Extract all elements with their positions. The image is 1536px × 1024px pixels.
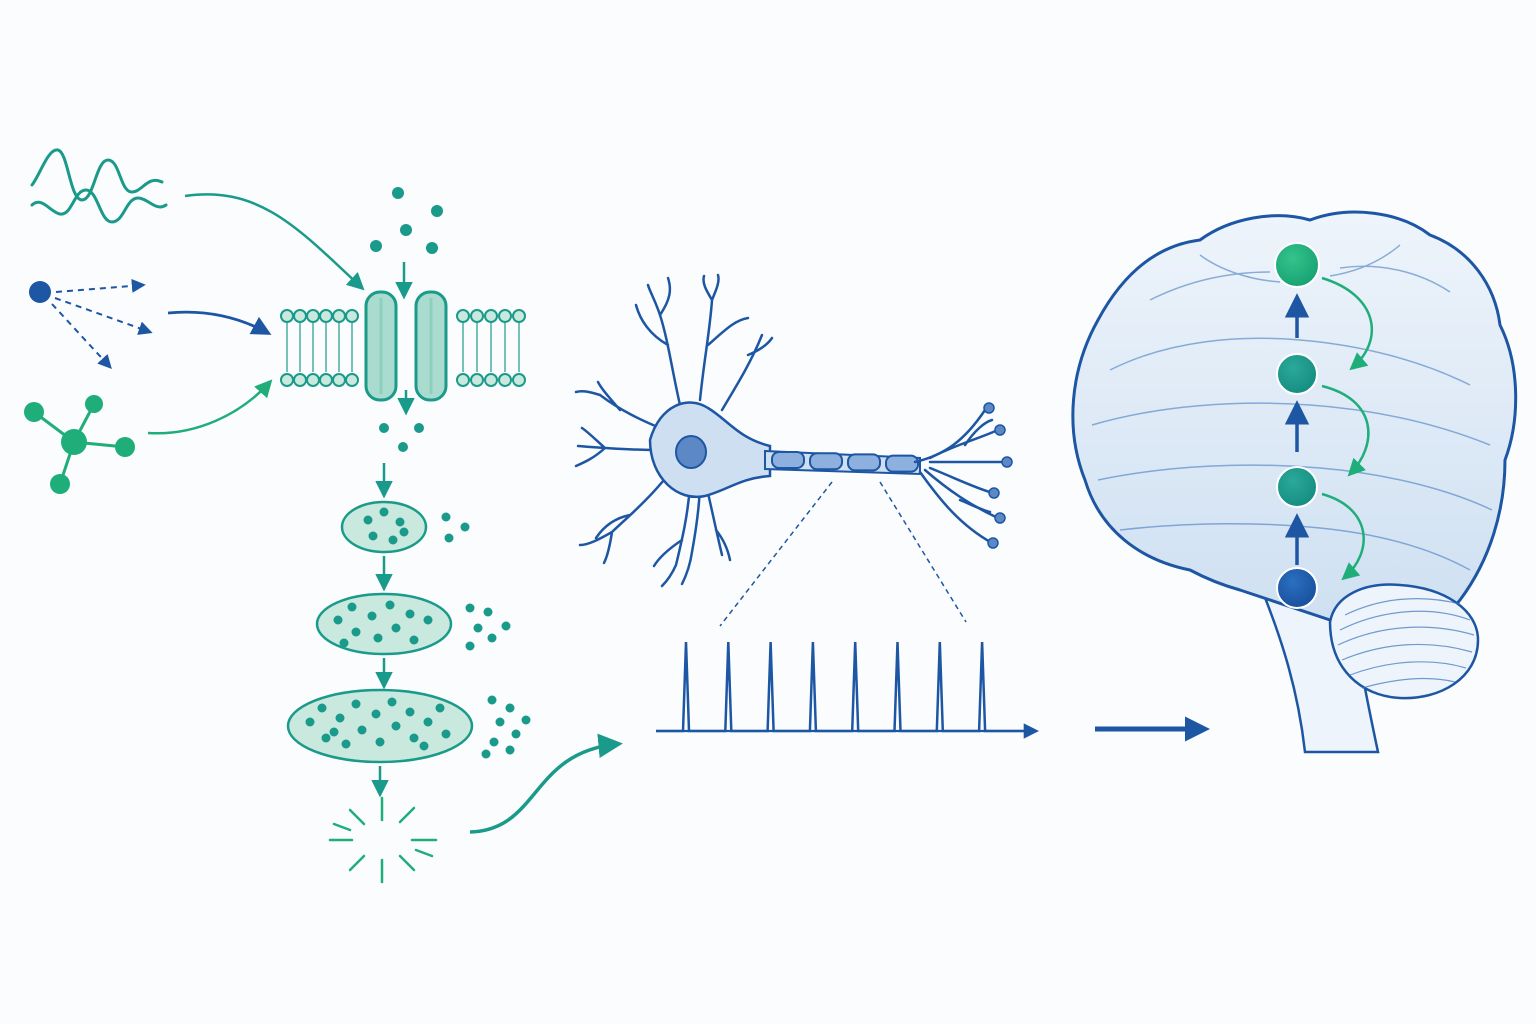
signal-molecule — [511, 729, 521, 739]
signal-molecule — [521, 715, 531, 725]
signal-molecule — [387, 697, 397, 707]
signal-molecule — [335, 713, 345, 723]
hierarchy-node-bottom — [1276, 567, 1318, 609]
lipid-head — [293, 373, 307, 387]
lipid-head — [470, 373, 484, 387]
signal-molecule — [419, 741, 429, 751]
signal-molecule — [391, 721, 401, 731]
cascade-stage-1 — [340, 500, 428, 554]
signal-molecule — [505, 745, 515, 755]
hierarchy-feedback-arrows — [1321, 276, 1374, 581]
signal-molecule — [495, 717, 505, 727]
lipid-head — [280, 373, 294, 387]
lipid-head — [512, 309, 526, 323]
zoom-guide-lines — [719, 481, 967, 627]
signal-molecule — [423, 717, 433, 727]
signal-molecule — [371, 709, 381, 719]
signal-molecule — [435, 703, 445, 713]
lipid-head — [484, 309, 498, 323]
molecule-to-channel-arrow — [147, 379, 273, 435]
brain-hierarchy-icon — [1071, 210, 1518, 754]
myelin-segment — [809, 452, 843, 471]
lipid-head — [332, 309, 346, 323]
signal-molecule — [505, 703, 515, 713]
synaptic-boutons — [983, 402, 1013, 549]
signal-amplification-cascade-icon — [286, 463, 531, 798]
cascade-stage-3 — [286, 688, 474, 764]
extracellular-ligands — [370, 187, 443, 254]
burst-to-neuron-arrow — [469, 733, 623, 834]
signal-molecule — [487, 695, 497, 705]
signal-molecule — [441, 729, 451, 739]
hierarchy-node-upper-middle — [1276, 353, 1318, 395]
soma — [648, 401, 772, 499]
signal-molecule — [351, 699, 361, 709]
lipid-head — [512, 373, 526, 387]
signal-molecule — [375, 737, 385, 747]
signal-molecule — [405, 707, 415, 717]
lipid-bilayer-right — [456, 309, 526, 387]
signal-molecule — [341, 739, 351, 749]
hierarchy-node-top — [1274, 242, 1320, 288]
signal-molecule — [329, 727, 339, 737]
lipid-head — [280, 309, 294, 323]
lipid-head — [293, 309, 307, 323]
lipid-head — [470, 309, 484, 323]
hierarchy-node-lower-middle — [1276, 466, 1318, 508]
cerebellum — [1328, 583, 1480, 700]
signal-molecule — [481, 749, 491, 759]
lipid-head — [306, 373, 320, 387]
myelin-segment — [847, 453, 881, 472]
action-potential-spike-train-icon — [656, 641, 1040, 739]
myelin-sheath — [771, 451, 919, 473]
radiating-particle-icon — [29, 278, 153, 370]
intracellular-ions — [379, 423, 424, 452]
lipid-head — [319, 309, 333, 323]
sound-wave-icon — [30, 148, 168, 224]
lipid-head — [319, 373, 333, 387]
lipid-head — [306, 309, 320, 323]
signal-molecule — [489, 737, 499, 747]
lipid-head — [498, 309, 512, 323]
lipid-head — [484, 373, 498, 387]
activation-burst-icon — [328, 796, 438, 884]
lipid-head — [345, 309, 359, 323]
spike-trace — [656, 641, 1030, 733]
axon-terminals — [913, 408, 1007, 545]
lipid-head — [456, 373, 470, 387]
ion-channel-membrane-icon — [280, 290, 526, 402]
signal-molecule — [357, 725, 367, 735]
signal-molecule — [321, 733, 331, 743]
wave-to-channel-arrow — [184, 193, 365, 291]
signal-molecule — [409, 733, 419, 743]
lipid-head — [332, 373, 346, 387]
lipid-bilayer-left — [280, 309, 359, 387]
neuron-icon — [574, 273, 1013, 588]
myelin-segment — [885, 454, 919, 473]
signal-molecule — [317, 703, 327, 713]
particle-to-channel-arrow — [167, 310, 272, 335]
nucleus — [675, 435, 707, 469]
lipid-head — [456, 309, 470, 323]
lipid-head — [345, 373, 359, 387]
signal-molecule — [305, 717, 315, 727]
lipid-head — [498, 373, 512, 387]
cortical-folds — [1091, 244, 1493, 571]
molecule-icon — [24, 395, 135, 494]
myelin-segment — [771, 451, 805, 469]
